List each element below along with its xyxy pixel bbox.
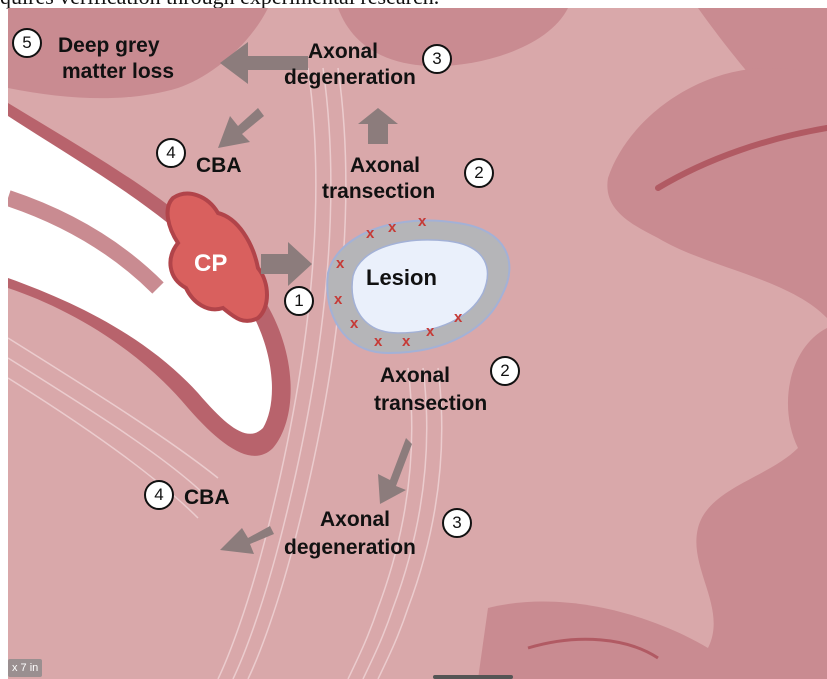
- cp-label: CP: [194, 250, 227, 278]
- transection-mark: x: [366, 226, 374, 241]
- axonal-transection-top-line1: Axonal: [350, 154, 420, 178]
- step-4-badge-bottom: 4: [144, 480, 174, 510]
- arrow-up-to-degeneration: [358, 108, 398, 144]
- axonal-transection-bottom-line1: Axonal: [380, 364, 450, 388]
- axonal-degeneration-top-line2: degeneration: [284, 66, 416, 90]
- axonal-transection-top-line2: transection: [322, 180, 435, 204]
- cba-label-bottom: CBA: [184, 486, 230, 510]
- transection-mark: x: [334, 292, 342, 307]
- axonal-degeneration-bottom-line1: Axonal: [320, 508, 390, 532]
- step-4-badge-top: 4: [156, 138, 186, 168]
- step-3-badge-bottom: 3: [442, 508, 472, 538]
- right-gyrus: [607, 68, 827, 318]
- axonal-degeneration-top-line1: Axonal: [308, 40, 378, 64]
- transection-mark: x: [388, 220, 396, 235]
- arrow-to-cba-bottom: [220, 526, 274, 554]
- step-3-badge-top: 3: [422, 44, 452, 74]
- step-2-badge-top: 2: [464, 158, 494, 188]
- deep-grey-label-line2: matter loss: [62, 60, 174, 84]
- step-1-badge: 1: [284, 286, 314, 316]
- lesion-label: Lesion: [366, 265, 437, 291]
- step-5-badge: 5: [12, 28, 42, 58]
- transection-mark: x: [426, 324, 434, 339]
- transection-mark: x: [402, 334, 410, 349]
- deep-grey-label-line1: Deep grey: [58, 34, 160, 58]
- scroll-indicator[interactable]: [433, 675, 513, 679]
- cba-label-top: CBA: [196, 154, 242, 178]
- axonal-degeneration-bottom-line2: degeneration: [284, 536, 416, 560]
- transection-mark: x: [350, 316, 358, 331]
- arrow-cp-to-lesion: [261, 242, 312, 286]
- diagram-background: [8, 8, 827, 679]
- transection-mark: x: [374, 334, 382, 349]
- axonal-transection-bottom-line2: transection: [374, 392, 487, 416]
- step-2-badge-bottom: 2: [490, 356, 520, 386]
- arrow-to-cba-top: [218, 108, 264, 148]
- diagram-canvas: 5 Deep grey matter loss Axonal 3 degener…: [8, 8, 827, 679]
- transection-mark: x: [336, 256, 344, 271]
- right-lower-tissue: [696, 328, 827, 679]
- transection-mark: x: [454, 310, 462, 325]
- size-badge: x 7 in: [8, 659, 42, 677]
- transection-mark: x: [418, 214, 426, 229]
